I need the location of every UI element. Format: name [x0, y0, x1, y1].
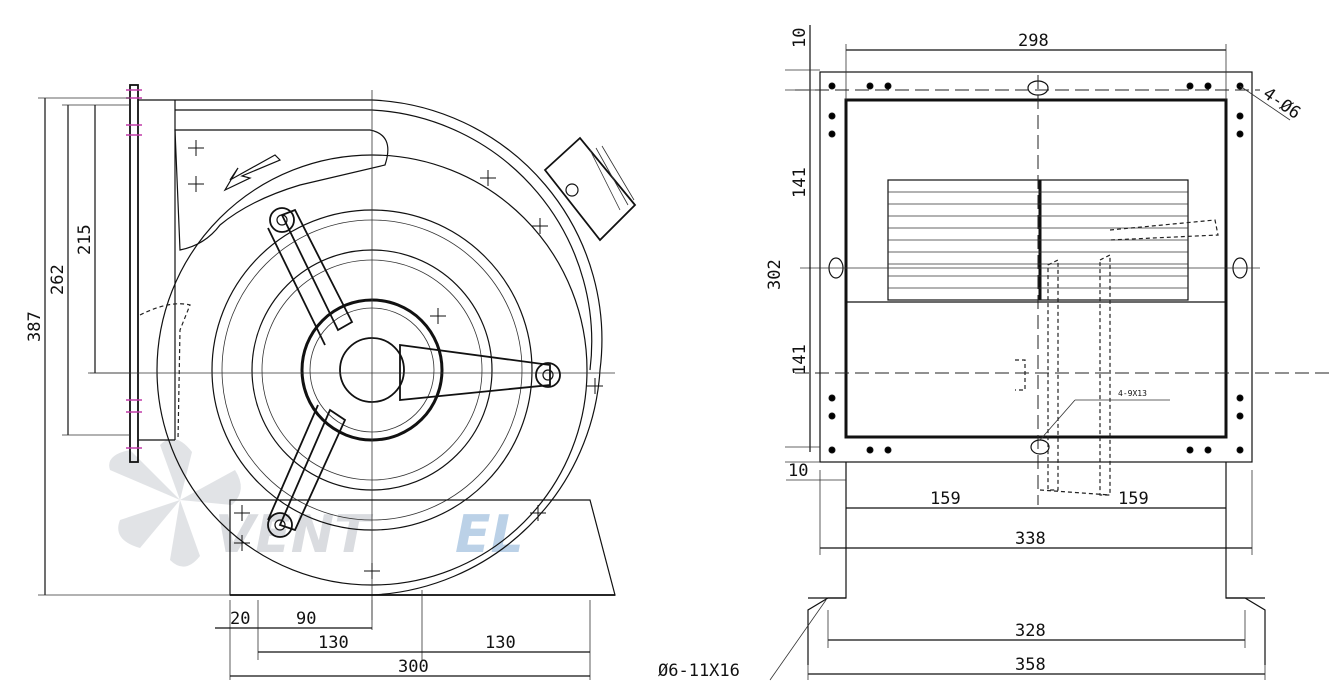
- dim-20: 20: [230, 609, 250, 629]
- front-view: 4-9X13 4-Ø6: [658, 25, 1333, 681]
- front-dimensions: [769, 25, 1266, 681]
- dim-358: 358: [1015, 655, 1046, 675]
- mount-bolt-right: [535, 362, 561, 388]
- mount-bolt-bottom: [267, 512, 293, 538]
- dim-130-right: 130: [485, 633, 516, 653]
- hidden-lines: [1015, 219, 1219, 496]
- housing-outline: [819, 71, 1253, 463]
- flange-markers: [126, 89, 142, 449]
- side-view: 387 262 215 20 90 130 130 300: [25, 84, 637, 680]
- dim-328: 328: [1015, 621, 1046, 641]
- hole-bottom-center: [1030, 439, 1050, 455]
- mounting-feet: [807, 462, 1266, 665]
- housing-body: [844, 98, 1228, 439]
- watermark-text: VENT: [215, 505, 373, 565]
- dim-130-left: 130: [318, 633, 349, 653]
- corner-holes: [828, 82, 1244, 454]
- dim-10-bottom: 10: [788, 461, 808, 481]
- cross-marks: [188, 140, 603, 579]
- fan-blade-icon: [109, 438, 241, 567]
- dim-338: 338: [1015, 529, 1046, 549]
- dim-159-left: 159: [930, 489, 961, 509]
- support-arms: [267, 207, 561, 538]
- callout-slots: Ø6-11X16: [658, 661, 740, 681]
- dim-141-upper: 141: [790, 167, 810, 198]
- flange-plate: [129, 84, 139, 463]
- callout-holes: 4-Ø6: [1259, 84, 1304, 124]
- cutoff-outline: [174, 129, 389, 251]
- dim-90: 90: [296, 609, 316, 629]
- dim-141-lower: 141: [790, 344, 810, 375]
- watermark-logo: VENT EL: [109, 438, 524, 567]
- mount-bolt-top: [269, 207, 295, 233]
- dim-10-top: 10: [790, 28, 810, 48]
- callout-cable-slot: 4-9X13: [1118, 389, 1147, 398]
- airflow-arrow-icon: [223, 154, 282, 192]
- dim-215: 215: [75, 224, 95, 255]
- dim-159-right: 159: [1118, 489, 1149, 509]
- watermark-accent: EL: [455, 505, 524, 565]
- dim-300: 300: [398, 657, 429, 677]
- dim-298: 298: [1018, 31, 1049, 51]
- housing-scroll: [175, 99, 603, 596]
- hinge-dashed: [139, 303, 191, 441]
- dim-262: 262: [48, 264, 68, 295]
- dim-302: 302: [765, 259, 785, 290]
- side-dimensions: [38, 97, 591, 680]
- terminal-box: [543, 136, 637, 242]
- dim-387: 387: [25, 311, 45, 342]
